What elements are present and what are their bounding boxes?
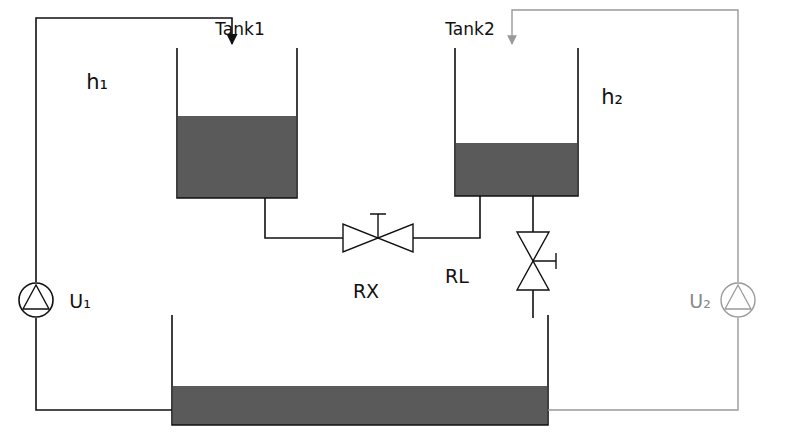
tank2-water bbox=[456, 143, 577, 196]
pump-label: U₁ bbox=[69, 292, 91, 311]
tank1-water bbox=[178, 116, 296, 198]
reservoir-water bbox=[173, 386, 547, 425]
tank1-wall bbox=[177, 48, 297, 198]
valve-label: RX bbox=[353, 282, 379, 301]
pump-symbol bbox=[721, 283, 755, 317]
pump-symbol bbox=[23, 285, 49, 309]
reservoir-wall bbox=[172, 315, 548, 425]
connecting-pipe bbox=[265, 196, 480, 238]
supply-pipe-1 bbox=[36, 318, 172, 410]
valve-stem bbox=[370, 214, 386, 238]
level-label: h₂ bbox=[601, 87, 623, 108]
pump-symbol bbox=[725, 285, 751, 309]
tank2-wall bbox=[455, 48, 578, 196]
supply-pipe-1 bbox=[36, 18, 232, 282]
pump-label: U₂ bbox=[689, 292, 711, 311]
supply-pipe-2 bbox=[548, 318, 738, 410]
valve-stem bbox=[533, 253, 556, 269]
valve-label: RL bbox=[445, 267, 469, 286]
tank-label: Tank2 bbox=[445, 21, 494, 38]
tank-label: Tank1 bbox=[215, 21, 264, 38]
pump-symbol bbox=[19, 283, 53, 317]
supply-pipe-2 bbox=[512, 10, 738, 282]
level-label: h₁ bbox=[86, 72, 108, 93]
